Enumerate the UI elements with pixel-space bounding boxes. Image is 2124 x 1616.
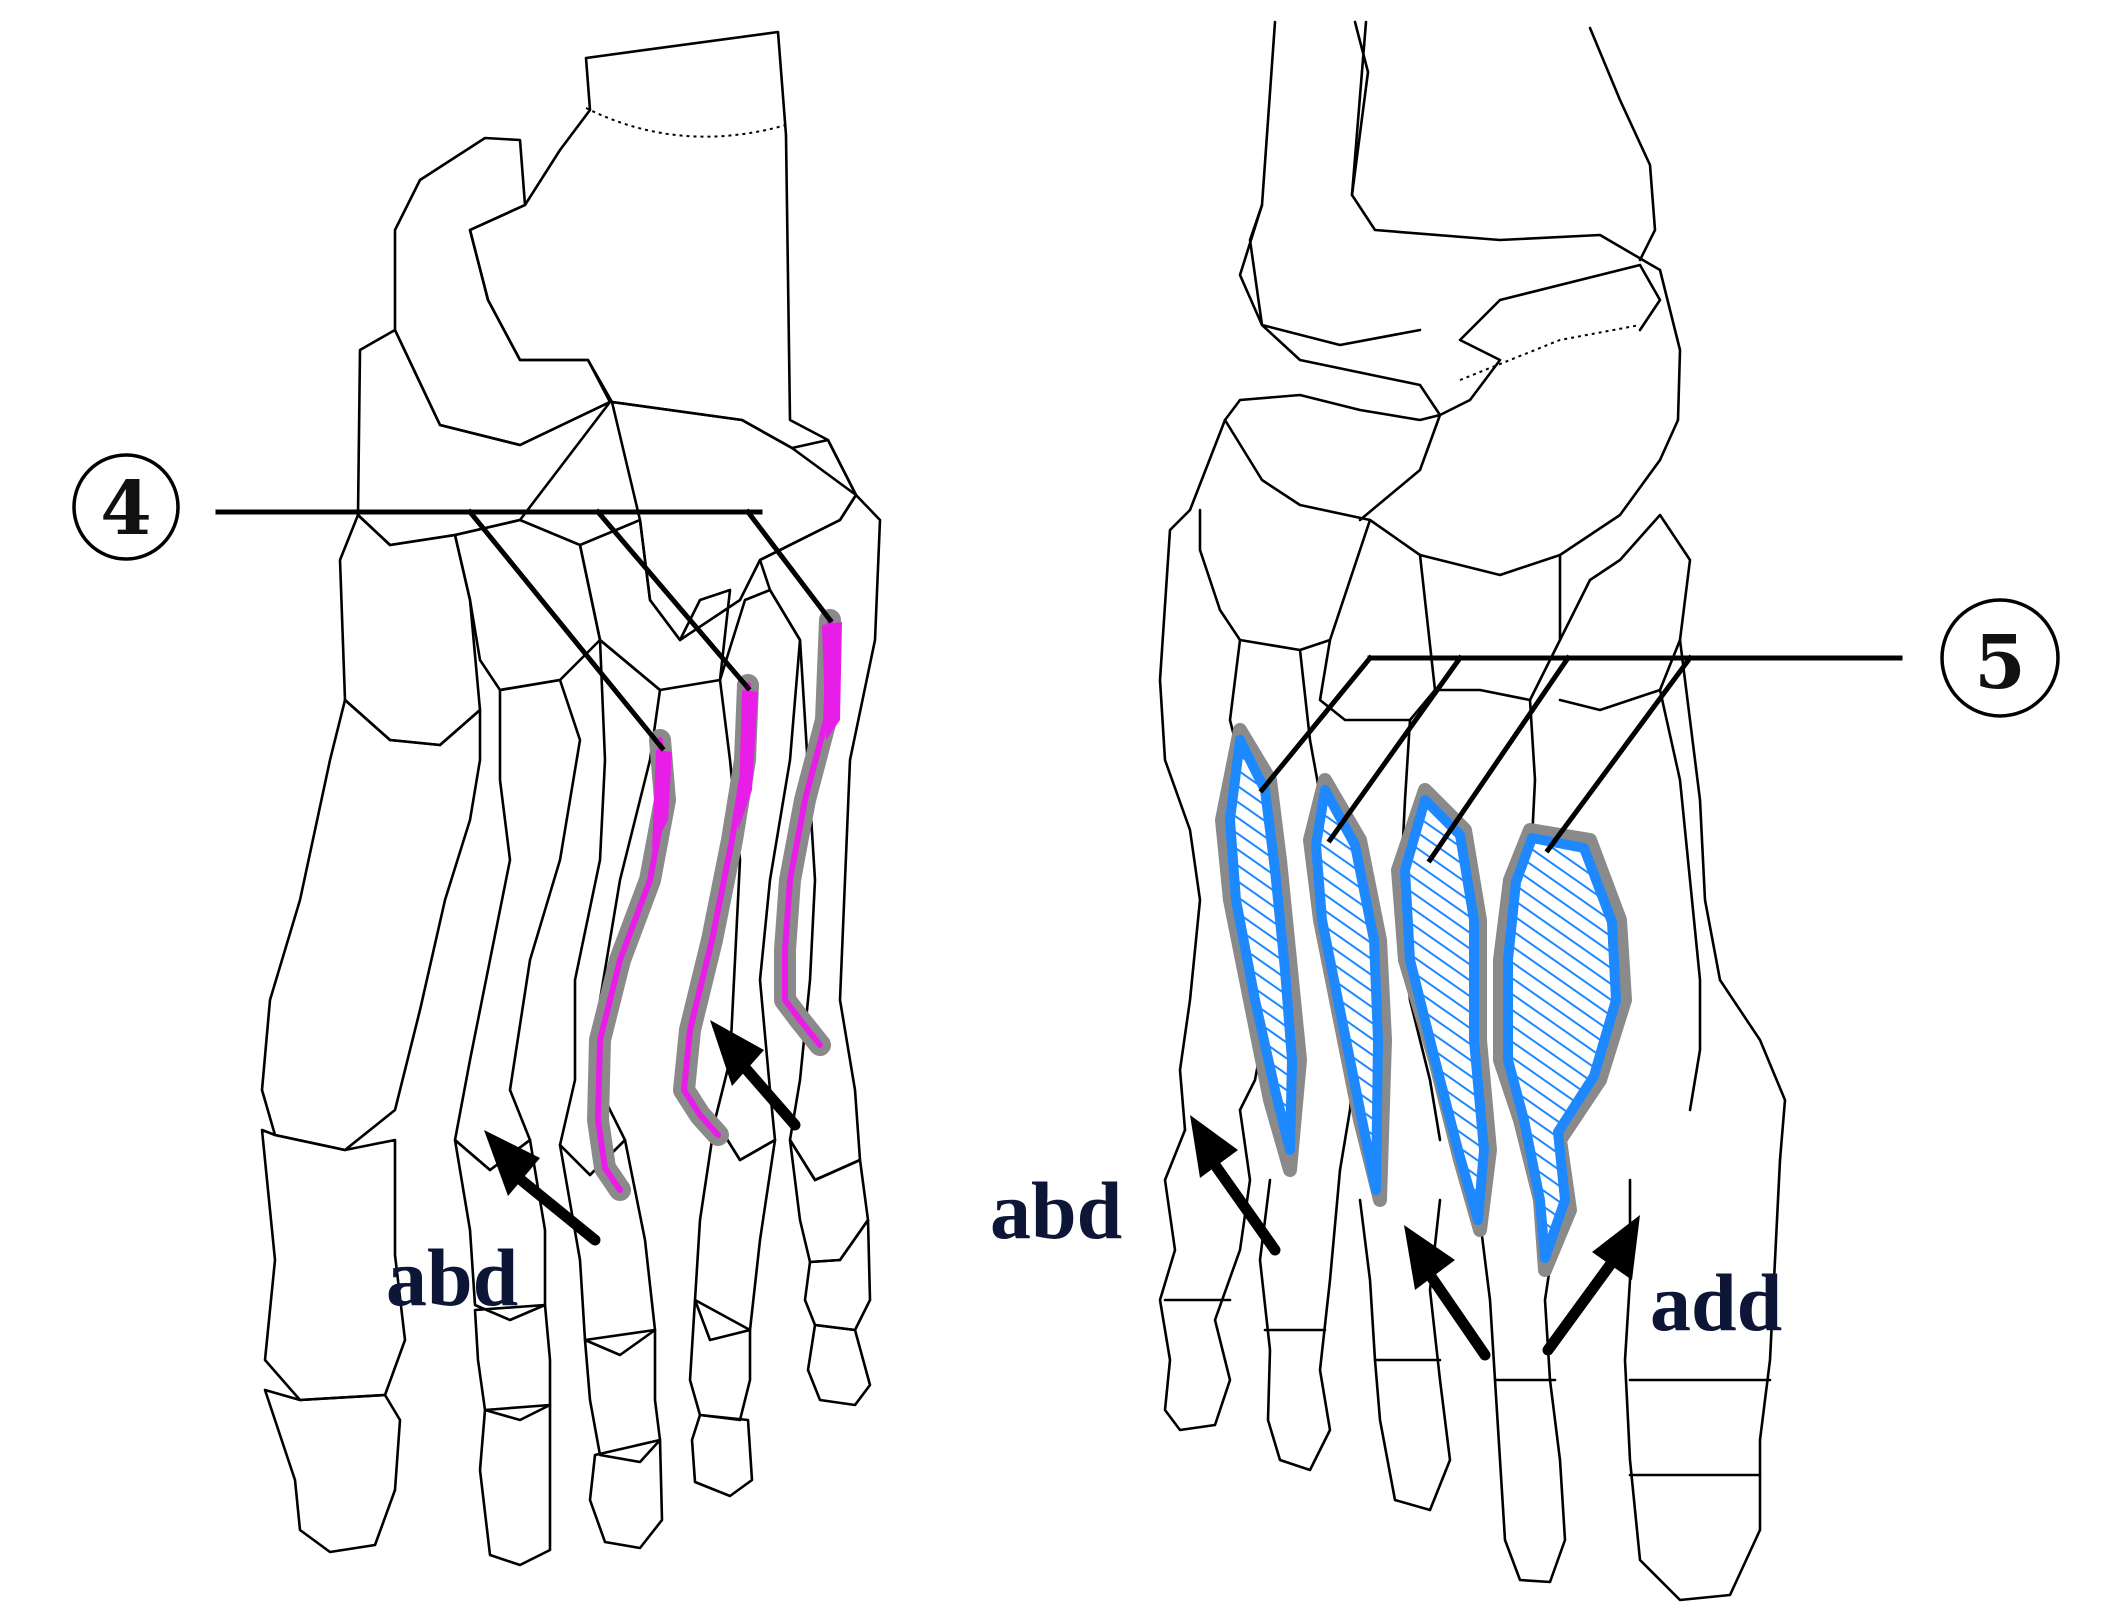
medial-cuneiform-plantar bbox=[1198, 508, 1372, 652]
arrow-add-right bbox=[1542, 1215, 1640, 1356]
toe-5-plantar bbox=[1158, 1108, 1252, 1432]
metatarsal-5 bbox=[758, 493, 882, 1182]
arrow-abd-right-1 bbox=[1190, 1115, 1281, 1256]
toe-5-proximal bbox=[788, 1138, 870, 1264]
plantar-interosseus-3 bbox=[1391, 783, 1497, 1237]
tibia bbox=[1238, 20, 1422, 347]
toe-3-middle bbox=[583, 1328, 662, 1464]
metatarsal-2 bbox=[453, 678, 582, 1172]
dorsal-interossei bbox=[587, 609, 842, 1201]
plantar-interosseus-2 bbox=[1303, 773, 1392, 1207]
toe-4-plantar bbox=[1258, 1168, 1342, 1472]
right-abd-label: abd bbox=[990, 1165, 1122, 1256]
lateral-cuneiform bbox=[578, 518, 732, 692]
plantar-interosseus-1 bbox=[1215, 723, 1307, 1177]
toe-3-plantar bbox=[1358, 1198, 1452, 1512]
left-foot-skeleton bbox=[260, 30, 882, 1567]
fibula bbox=[1350, 20, 1662, 272]
callout-5-circle bbox=[1940, 598, 2060, 718]
plantar-interossei bbox=[1215, 723, 1632, 1277]
cuboid-plantar bbox=[1558, 513, 1692, 712]
right-arrows: abd add bbox=[990, 1115, 1782, 1361]
metatarsal-5-plantar bbox=[1658, 688, 1702, 1112]
toe-5-middle bbox=[803, 1218, 872, 1332]
talus-plantar bbox=[1248, 203, 1662, 417]
right-add-label: add bbox=[1650, 1257, 1782, 1348]
toe-1-distal bbox=[263, 1388, 402, 1554]
lateral-border bbox=[1678, 638, 1787, 1162]
medial-border bbox=[1158, 418, 1227, 1132]
callout-4: 4 bbox=[72, 453, 834, 752]
calcaneus-plantar bbox=[1223, 268, 1682, 577]
intermediate-cuneiform-plantar bbox=[1318, 553, 1437, 722]
toe-2-middle bbox=[473, 1303, 552, 1422]
left-abd-label: abd bbox=[386, 1232, 518, 1323]
metatarsal-1 bbox=[260, 698, 482, 1152]
toe-2-plantar bbox=[1478, 1198, 1567, 1584]
toe-4-distal bbox=[690, 1413, 754, 1498]
toe-4-middle bbox=[688, 1298, 752, 1422]
toe-3-distal bbox=[588, 1438, 664, 1550]
dorsal-interosseus-3 bbox=[774, 609, 842, 1056]
arrow-abd-right-2 bbox=[1404, 1225, 1491, 1361]
toe-1-proximal bbox=[260, 1128, 407, 1402]
toe-5-distal bbox=[806, 1323, 872, 1407]
toe-2-distal bbox=[478, 1403, 552, 1567]
toe-1-plantar bbox=[1623, 1158, 1782, 1602]
arrow-abd-left-2 bbox=[710, 1020, 801, 1131]
callout-4-number: 4 bbox=[100, 466, 152, 552]
callout-5-number: 5 bbox=[1974, 620, 2026, 706]
dorsal-interosseus-2 bbox=[673, 674, 759, 1146]
fibula-right bbox=[1588, 26, 1657, 262]
navicular-plantar bbox=[1223, 393, 1442, 522]
right-foot-skeleton bbox=[1158, 20, 1787, 1602]
lateral-cuneiform-plantar bbox=[1433, 553, 1562, 702]
dorsal-interosseus-1 bbox=[587, 729, 676, 1201]
plantar-interosseus-4 bbox=[1493, 823, 1632, 1277]
arrow-abd-left-1 bbox=[484, 1130, 601, 1246]
talus bbox=[468, 30, 858, 497]
callout-5: 5 bbox=[1258, 598, 2060, 864]
callout-4-circle bbox=[72, 453, 180, 561]
left-abd-arrows: abd bbox=[386, 1020, 801, 1323]
